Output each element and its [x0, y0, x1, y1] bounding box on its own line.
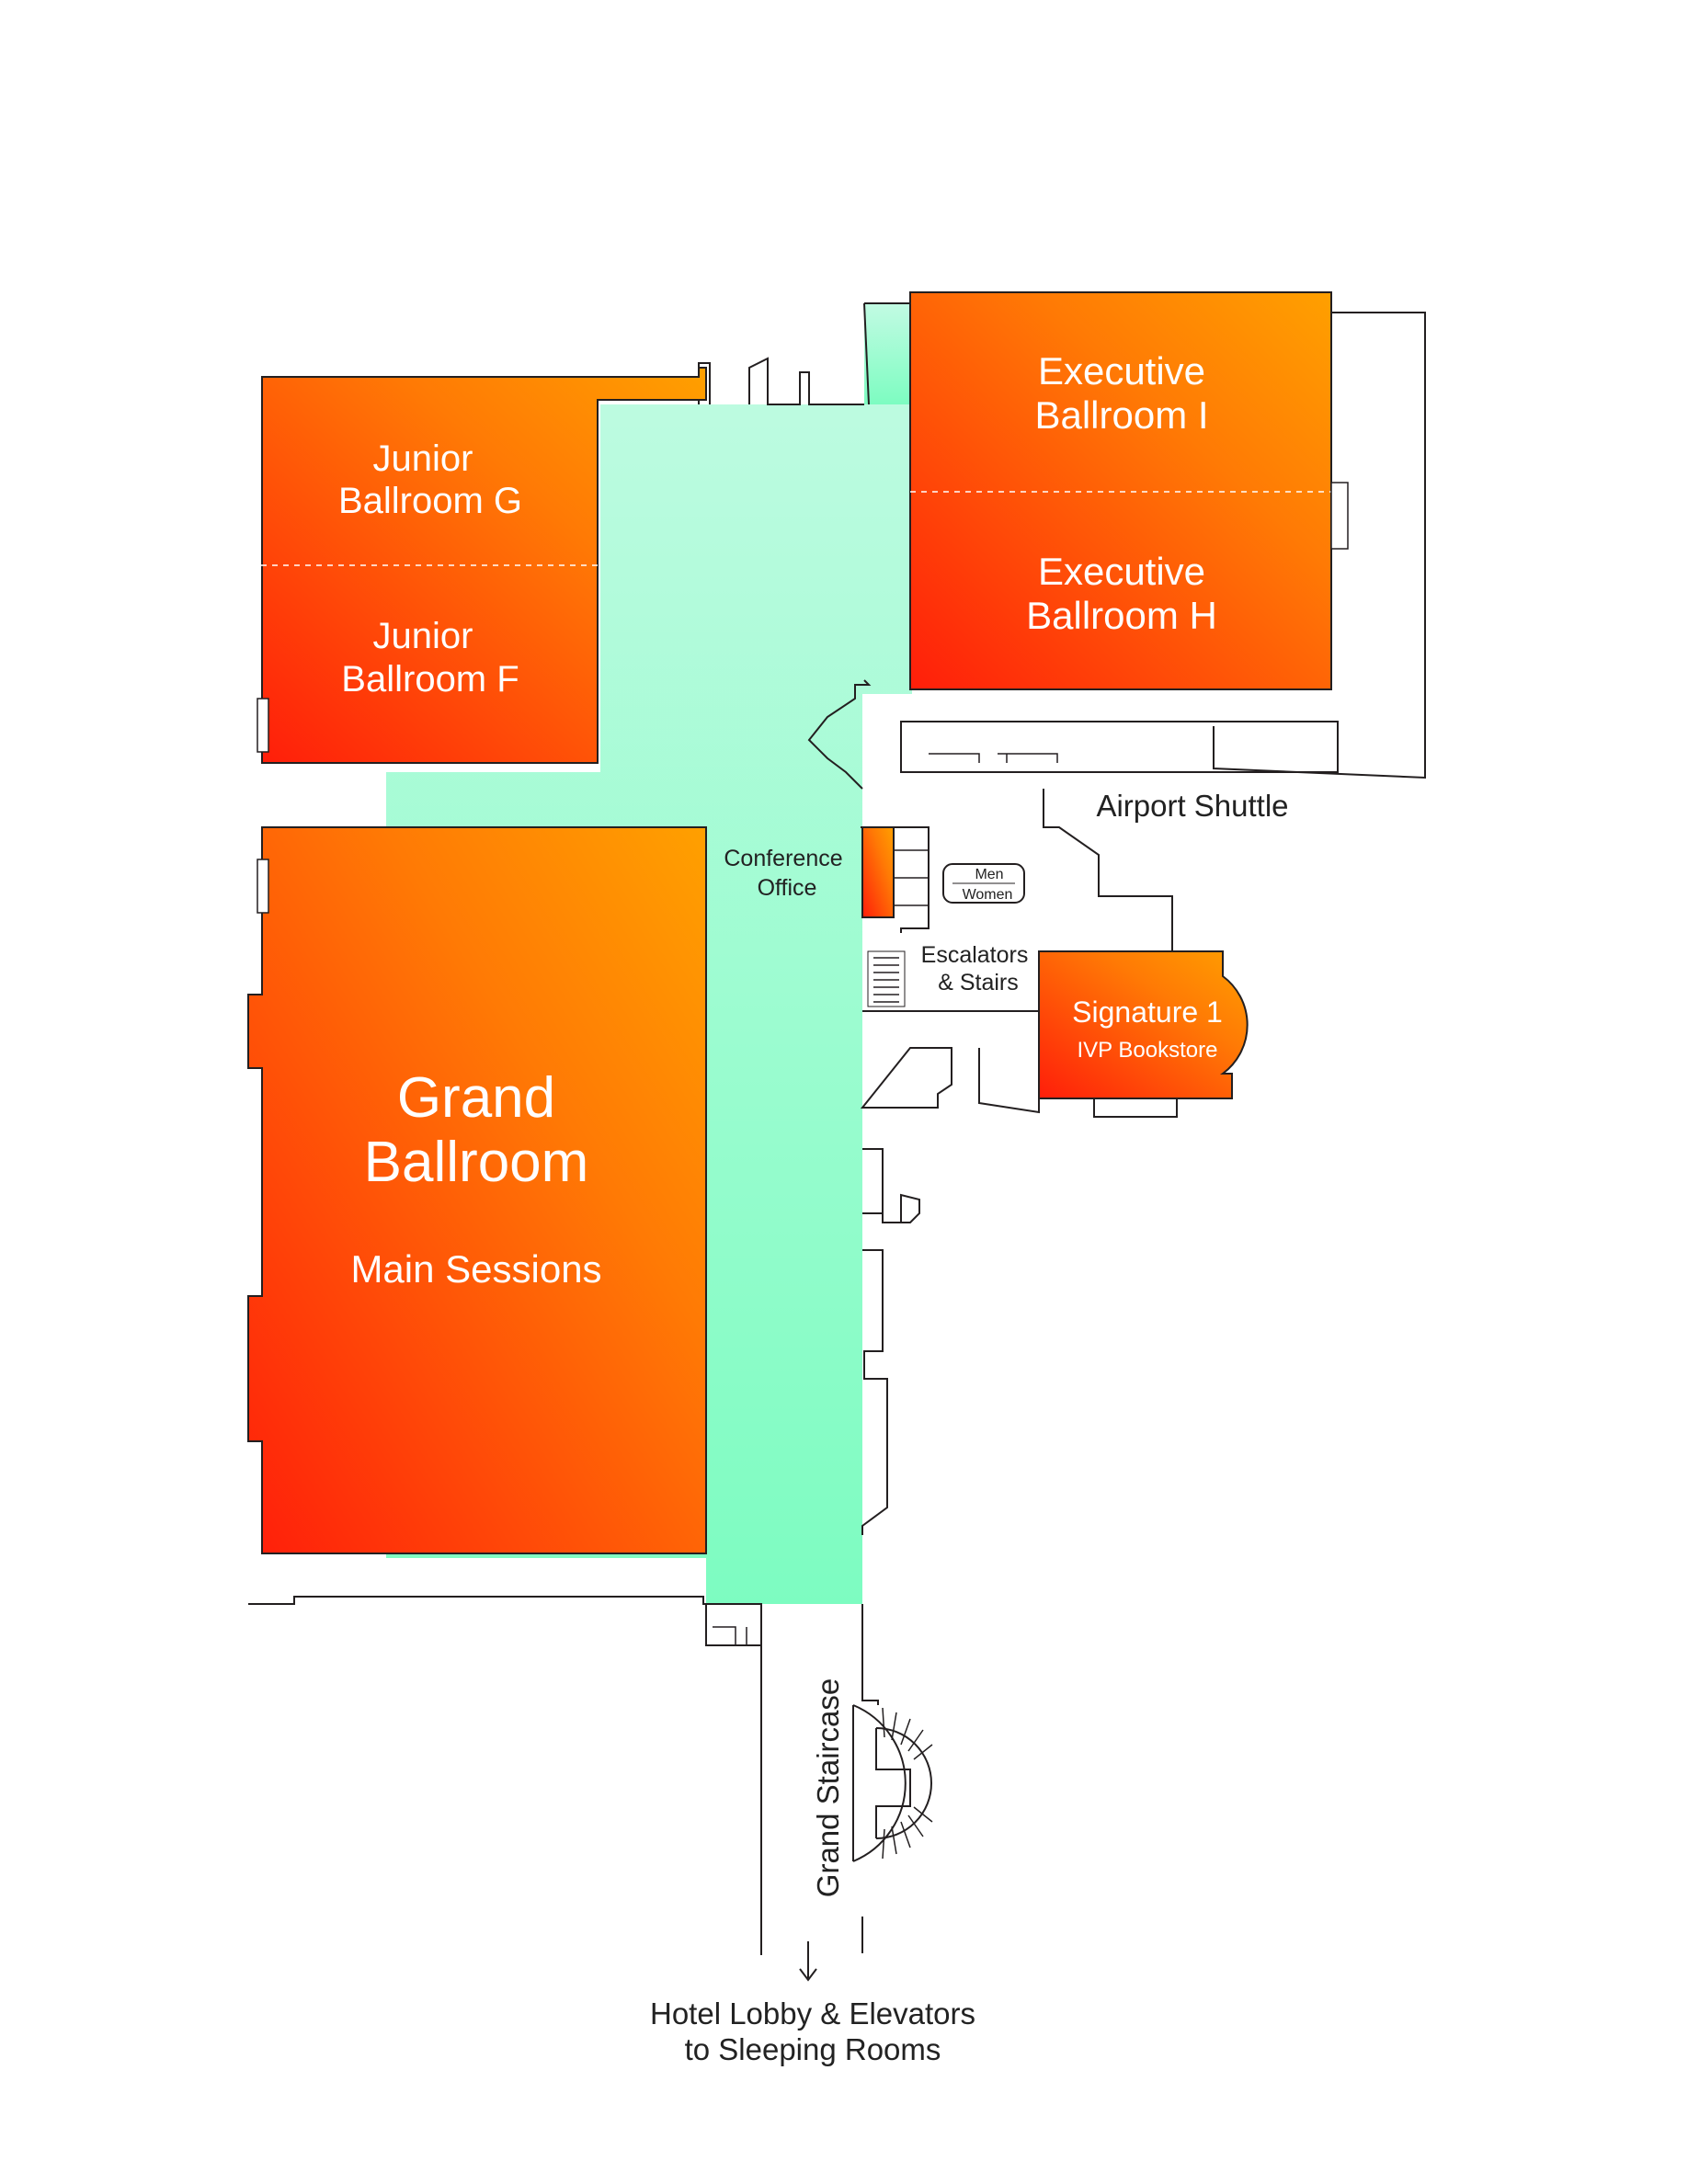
escalator-icon: [867, 950, 906, 1007]
men-label: Men: [975, 867, 1003, 882]
lobby-label-1: Hotel Lobby & Elevators: [650, 1996, 975, 2030]
junior-g-label-1: Junior: [373, 438, 473, 479]
airport-shuttle-label: Airport Shuttle: [1096, 789, 1288, 823]
exec-h-label-2: Ballroom H: [1026, 594, 1217, 637]
junior-f-label-2: Ballroom F: [341, 659, 519, 700]
exec-h-label-1: Executive: [1038, 550, 1205, 593]
grand-staircase-label: Grand Staircase: [811, 1678, 845, 1897]
grand-label-sub: Main Sessions: [350, 1247, 601, 1291]
grand-ballroom[interactable]: [247, 826, 707, 1554]
signature-label-1: Signature 1: [1072, 995, 1223, 1029]
escalators-label-2: & Stairs: [938, 970, 1019, 995]
escalators-label-1: Escalators: [921, 942, 1029, 968]
arrow-down-icon: [799, 1941, 817, 1982]
exec-i-label-1: Executive: [1038, 349, 1205, 392]
women-label: Women: [963, 887, 1013, 903]
building-walls: [248, 302, 1426, 1955]
junior-g-label-2: Ballroom G: [338, 481, 522, 521]
junior-ballroom-g-f[interactable]: [250, 367, 707, 764]
grand-label-2: Ballroom: [364, 1131, 589, 1194]
executive-ballroom-i-h[interactable]: [909, 291, 1349, 690]
grand-staircase-icon: [852, 1704, 933, 1862]
conference-office-label-1: Conference: [724, 846, 842, 871]
conference-office[interactable]: [861, 826, 929, 918]
restrooms[interactable]: [942, 863, 1025, 904]
grand-label-1: Grand: [397, 1066, 555, 1130]
signature-1-room[interactable]: [1038, 950, 1249, 1099]
junior-f-label-1: Junior: [373, 616, 473, 656]
corridor-top-stem: [864, 303, 912, 404]
exec-i-label-2: Ballroom I: [1034, 393, 1208, 437]
lobby-label-2: to Sleeping Rooms: [685, 2032, 941, 2066]
conference-office-label-2: Office: [758, 875, 817, 901]
signature-label-sub: IVP Bookstore: [1078, 1038, 1218, 1063]
